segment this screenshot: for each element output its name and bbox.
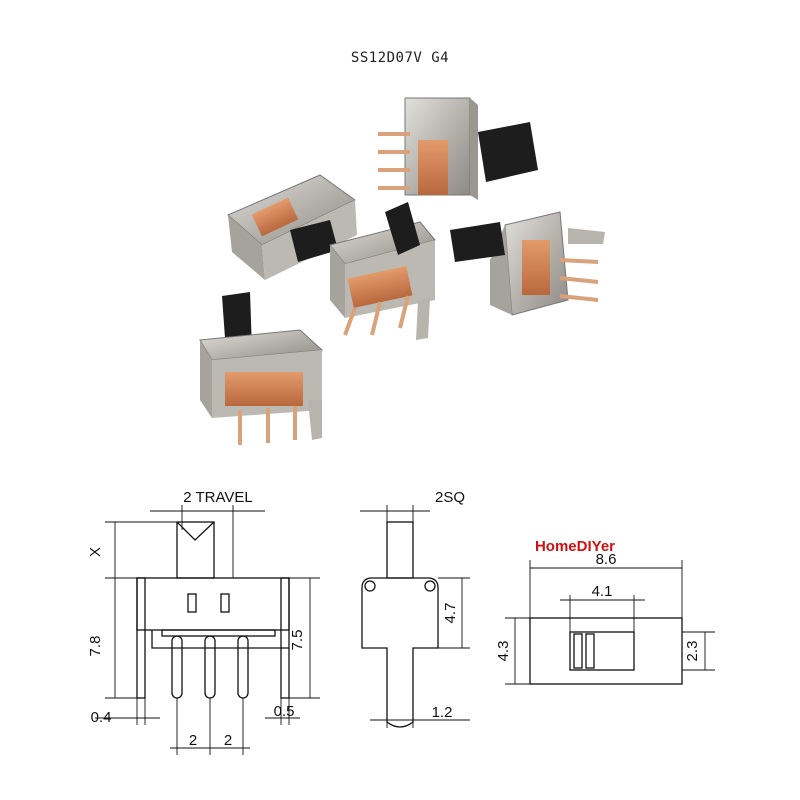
switch-photo-back	[378, 97, 538, 200]
slot-height-label: 2.3	[684, 641, 701, 662]
top-view-drawing	[505, 560, 715, 685]
slot-length-label: 4.1	[592, 583, 613, 600]
height-dimension-label: 7.8	[87, 636, 104, 657]
front-view-drawing	[95, 505, 320, 755]
switch-photo-center	[329, 202, 436, 340]
pin-width-label: 1.2	[432, 704, 453, 721]
x-dimension-label: X	[87, 547, 104, 557]
model-title: SS12D07V G4	[350, 50, 450, 66]
side-height-label: 4.7	[442, 603, 459, 624]
actuator-size-label: 2SQ	[435, 489, 465, 506]
switch-photo-front	[199, 292, 324, 445]
pin-pitch-left-label: 2	[189, 732, 197, 749]
travel-dimension-label: 2 TRAVEL	[183, 489, 252, 506]
right-offset-label: 0.5	[274, 703, 295, 720]
brand-watermark: HomeDIYer	[535, 538, 615, 555]
switch-photo-right	[450, 211, 605, 316]
top-width-label: 4.3	[495, 641, 512, 662]
left-offset-label: 0.4	[91, 709, 112, 726]
pin-pitch-right-label: 2	[224, 732, 232, 749]
side-view-drawing	[360, 505, 470, 728]
top-length-label: 8.6	[596, 551, 617, 568]
switch-photo-left	[227, 174, 357, 280]
body-height-label: 7.5	[289, 630, 306, 651]
